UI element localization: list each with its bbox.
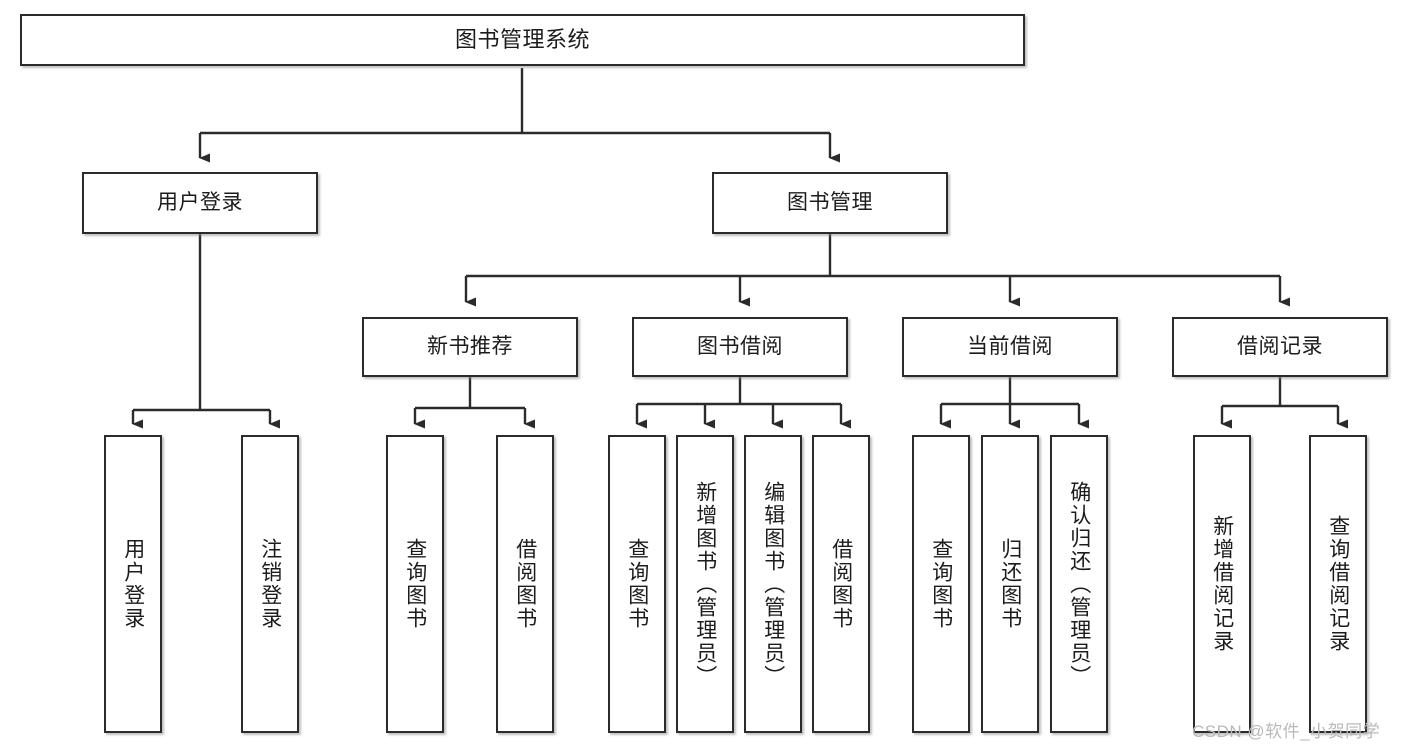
node-label: 查询借阅记录 xyxy=(1326,515,1350,653)
node-label: 查询图书 xyxy=(625,538,649,630)
node-label: 查询图书 xyxy=(929,538,953,630)
node-label: 当前借阅 xyxy=(967,334,1053,358)
leaf-book-borrow-query-book[interactable]: 查询图书 xyxy=(608,435,666,733)
node-label: 注销登录 xyxy=(258,538,282,630)
node-current-borrow[interactable]: 当前借阅 xyxy=(902,317,1118,377)
leaf-current-borrow-return-book[interactable]: 归还图书 xyxy=(981,435,1039,733)
node-label: 用户登录 xyxy=(157,190,243,214)
leaf-new-book-borrow-book[interactable]: 借阅图书 xyxy=(496,435,554,733)
node-label: 新增借阅记录 xyxy=(1210,515,1234,653)
leaf-user-login-login[interactable]: 用户登录 xyxy=(104,435,162,733)
node-label: 编辑图书（管理员） xyxy=(761,480,785,688)
node-label: 新增图书（管理员） xyxy=(693,480,717,688)
node-label: 归还图书 xyxy=(998,538,1022,630)
node-label: 图书管理系统 xyxy=(454,27,590,53)
node-borrow-record[interactable]: 借阅记录 xyxy=(1172,317,1388,377)
node-book-management[interactable]: 图书管理 xyxy=(712,172,948,234)
node-root-book-management-system[interactable]: 图书管理系统 xyxy=(20,14,1025,66)
csdn-watermark: CSDN @软件_小贺同学 xyxy=(1192,722,1381,741)
leaf-borrow-record-query-record[interactable]: 查询借阅记录 xyxy=(1309,435,1367,733)
node-user-login[interactable]: 用户登录 xyxy=(82,172,318,234)
node-label: 图书管理 xyxy=(787,190,873,214)
node-label: 新书推荐 xyxy=(427,334,513,358)
node-label: 查询图书 xyxy=(403,538,427,630)
node-book-borrow[interactable]: 图书借阅 xyxy=(632,317,848,377)
leaf-new-book-query-book[interactable]: 查询图书 xyxy=(386,435,444,733)
leaf-current-borrow-confirm-return-admin[interactable]: 确认归还（管理员） xyxy=(1050,435,1108,733)
leaf-book-borrow-borrow-book[interactable]: 借阅图书 xyxy=(812,435,870,733)
leaf-user-login-logout[interactable]: 注销登录 xyxy=(241,435,299,733)
leaf-book-borrow-add-book-admin[interactable]: 新增图书（管理员） xyxy=(676,435,734,733)
node-label: 借阅图书 xyxy=(829,538,853,630)
node-new-book-recommend[interactable]: 新书推荐 xyxy=(362,317,578,377)
leaf-current-borrow-query-book[interactable]: 查询图书 xyxy=(912,435,970,733)
node-label: 图书借阅 xyxy=(697,334,783,358)
leaf-borrow-record-add-record[interactable]: 新增借阅记录 xyxy=(1193,435,1251,733)
node-label: 确认归还（管理员） xyxy=(1067,480,1091,688)
node-label: 借阅图书 xyxy=(513,538,537,630)
node-label: 借阅记录 xyxy=(1237,334,1323,358)
leaf-book-borrow-edit-book-admin[interactable]: 编辑图书（管理员） xyxy=(744,435,802,733)
node-label: 用户登录 xyxy=(121,538,145,630)
